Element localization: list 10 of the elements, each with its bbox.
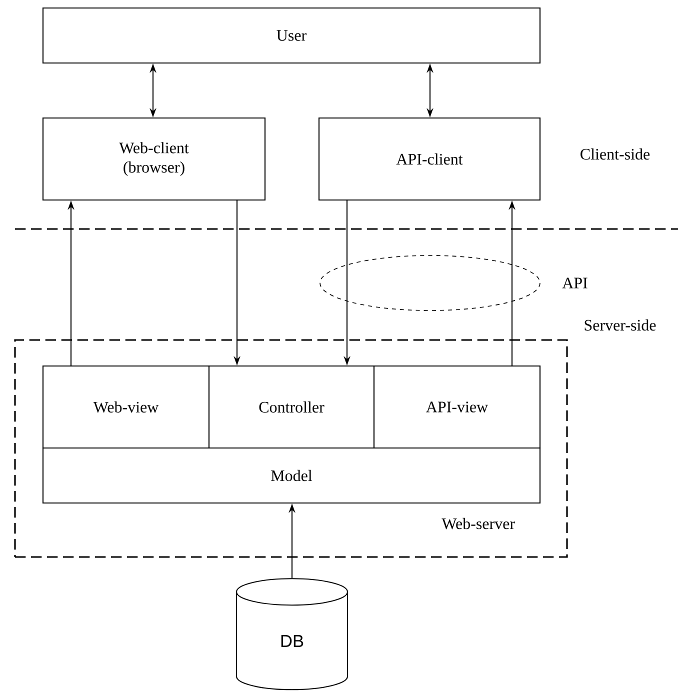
user-box: User xyxy=(42,7,541,64)
view-box: Web-view xyxy=(42,365,210,449)
database-cylinder: DB xyxy=(236,578,348,690)
region-label: API xyxy=(562,278,588,288)
region-label: Client-side xyxy=(580,148,650,160)
client-box: API-client xyxy=(318,117,541,201)
client-box: Web-client (browser) xyxy=(42,117,266,201)
view-box: API-view xyxy=(373,365,541,449)
controller-box: Controller xyxy=(208,365,375,449)
region-label: Server-side xyxy=(584,319,656,331)
